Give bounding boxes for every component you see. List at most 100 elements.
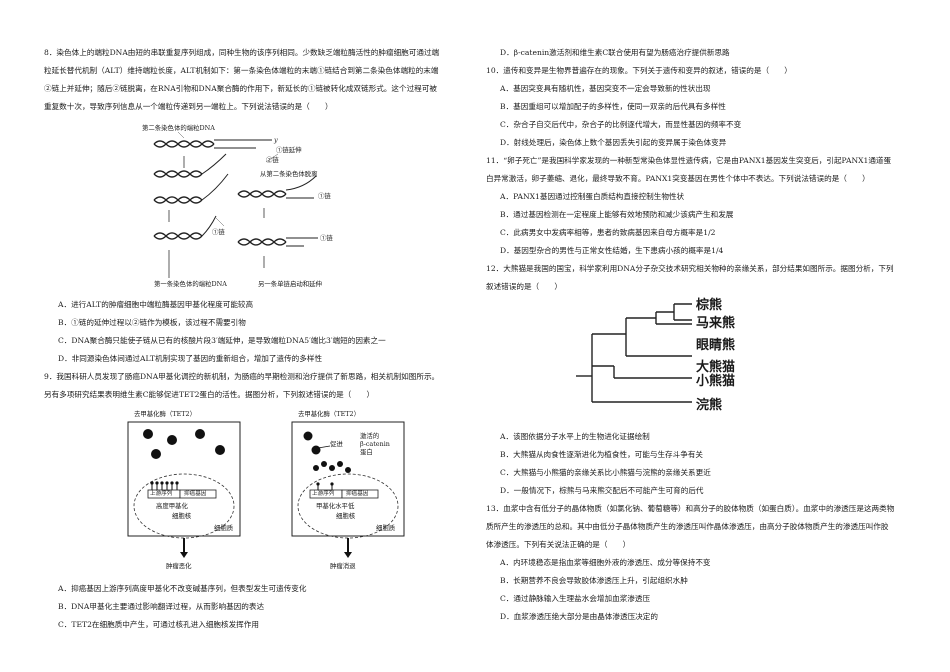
nucleus-label-right: 细胞核 <box>336 512 356 520</box>
figure-label-other-strand: 另一条单链启动和延伸 <box>258 280 322 288</box>
question-12-option-a: A．该图依据分子水平上的生物进化证据绘制 <box>500 432 650 441</box>
question-12-option-c: C．大熊猫与小熊猫的亲缘关系比小熊猫与浣熊的亲缘关系更近 <box>500 468 711 477</box>
question-11-stem: 11．“卵子死亡”是我国科学家发现的一种新型常染色体显性遗传病，它是由PANX1… <box>486 156 892 183</box>
tree-leaf-sun-bear: 马来熊 <box>696 316 736 331</box>
crossing-strand <box>201 173 229 201</box>
suppressor-label-left: 抑癌基因 <box>184 491 207 497</box>
helix-strand <box>153 140 215 148</box>
tumor-worse-label: 肿瘤恶化 <box>166 562 192 570</box>
low-methyl-label: 甲基化水平低 <box>316 502 355 510</box>
crossing-strand <box>201 153 227 175</box>
figure-label-bottom: 第一条染色体的端粒DNA <box>154 280 227 288</box>
tumor-subside-label: 肿瘤消退 <box>330 562 356 570</box>
tree-leaf-giant-panda: 大熊猫 <box>696 360 736 375</box>
figure-label-top: 第二条染色体的端粒DNA <box>142 124 215 132</box>
outcome-arrowhead-left <box>180 552 188 558</box>
question-11-option-a: A．PANX1基因通过控制蛋白质结构直接控制生物性状 <box>500 192 685 201</box>
crossing-strand <box>201 215 217 237</box>
cytoplasm-label-left: 细胞质 <box>214 524 234 532</box>
outcome-arrowhead-right <box>344 552 352 558</box>
helix-strand <box>153 140 215 148</box>
question-12-option-d: D．一般情况下，棕熊与马来熊交配后不可能产生可育的后代 <box>500 486 704 495</box>
tree-leaf-spectacled-bear: 眼睛熊 <box>696 338 736 353</box>
beta-catenin-label: β-catenin <box>360 440 390 448</box>
phylogenetic-tree-svg <box>576 303 692 403</box>
tree-leaf-red-panda: 小熊猫 <box>696 374 736 389</box>
enzyme-label-left: 去甲基化酶（TET2） <box>134 410 196 418</box>
figure-label-strand1-b: ①链 <box>212 228 225 236</box>
helix-strand <box>153 170 203 178</box>
question-10-option-a: A．基因突变具有随机性，基因突变不一定会导致新的性状出现 <box>500 84 711 93</box>
question-8-stem: 8．染色体上的端粒DNA由短的串联重复序列组成，同种生物的该序列相同。少数缺乏端… <box>44 48 440 111</box>
tree-leaf-raccoon: 浣熊 <box>696 398 723 413</box>
question-9-option-d: D．β-catenin激活剂和维生素C联合使用有望为肠癌治疗提供新思路 <box>500 48 730 57</box>
question-8-option-d: D．非同源染色体间通过ALT机制实现了基因的重新组合，增加了遗传的多样性 <box>58 354 323 363</box>
question-10-option-d: D．射线处理后，染色体上数个基因丢失引起的变异属于染色体变异 <box>500 138 727 147</box>
right-column: D．β-catenin激活剂和维生素C联合使用有望为肠癌治疗提供新思路 10．遗… <box>486 44 896 626</box>
promote-arrow <box>317 445 331 449</box>
enzyme-dot <box>303 431 313 441</box>
helix-strand <box>153 196 203 204</box>
question-9-option-c: C．TET2在细胞质中产生，可通过核孔进入细胞核发挥作用 <box>58 620 259 629</box>
activated-label: 激活的 <box>360 432 380 440</box>
beta-catenin-cluster <box>313 461 351 473</box>
helix-strand <box>237 238 287 246</box>
question-13-stem: 13．血浆中含有低分子的晶体物质（如氯化钠、葡萄糖等）和高分子的胶体物质（如蛋白… <box>486 504 895 549</box>
figure-label-strand1-a: ①链 <box>318 192 331 200</box>
pointer-line <box>215 217 225 227</box>
question-12-option-b: B．大熊猫从肉食性逐渐进化为植食性，可能与生存斗争有关 <box>500 450 704 459</box>
question-8-option-b: B．①链的延伸过程以②链作为模板，该过程不需要引物 <box>58 318 246 327</box>
upstream-label-left: 上游序列 <box>150 491 173 497</box>
question-11-option-b: B．通过基因检测在一定程度上能够有效地预防和减少该病产生和发展 <box>500 210 734 219</box>
figure-label-strand1-extend: ①链延伸 <box>276 146 302 154</box>
question-13-option-b: B．长期营养不良会导致胶体渗透压上升，引起组织水肿 <box>500 576 688 585</box>
figure-label-strand2: ②链 <box>266 156 279 164</box>
protein-label: 蛋白 <box>360 448 373 456</box>
enzyme-dot <box>151 449 161 459</box>
enzyme-dot <box>215 445 225 455</box>
enzyme-dot <box>311 445 321 455</box>
cell-panel-right <box>291 421 405 537</box>
enzyme-label-right: 去甲基化酶（TET2） <box>298 410 360 418</box>
helix-strand <box>153 232 203 240</box>
question-9-stem: 9．我国科研人员发现了肠癌DNA甲基化调控的新机制，为肠癌的早期检测和治疗提供了… <box>44 372 440 399</box>
nucleus-label-left: 细胞核 <box>172 512 192 520</box>
question-9-option-a: A．抑癌基因上游序列高度甲基化不改变碱基序列，但表型发生可遗传变化 <box>58 584 307 593</box>
phylogenetic-tree-figure: 棕熊 马来熊 眼睛熊 大熊猫 小熊猫 浣熊 <box>486 298 896 426</box>
pointer-line <box>265 153 279 163</box>
enzyme-dot <box>167 435 177 445</box>
enzyme-dot <box>143 429 153 439</box>
high-methyl-label: 高度甲基化 <box>156 502 188 510</box>
dna-suppressor-left <box>179 489 217 499</box>
cytoplasm-label-right: 细胞质 <box>376 524 396 532</box>
suppressor-label-right: 抑癌基因 <box>346 491 369 497</box>
cell-panel-left <box>127 421 241 537</box>
question-10-stem: 10．遗传和变异是生物界普遍存在的现象。下列关于遗传和变异的叙述，错误的是（ ） <box>486 66 792 75</box>
question-11-option-c: C．此病男女中发病率相等，患者的致病基因来自母方概率是1/2 <box>500 228 716 237</box>
methylation-diagram-svg <box>127 421 405 558</box>
methyl-groups-right <box>316 482 334 490</box>
question-12-stem: 12．大熊猫是我国的国宝，科学家利用DNA分子杂交技术研究相关物种的亲缘关系，部… <box>486 264 894 291</box>
methyl-groups-left <box>150 481 179 490</box>
dna-suppressor-right <box>341 489 379 499</box>
question-11-option-d: D．基因型杂合的男性与正常女性结婚，生下患病小孩的概率是1/4 <box>500 246 724 255</box>
helix-strand <box>237 190 287 198</box>
figure-label-y: y <box>274 136 278 144</box>
left-column: 8．染色体上的端粒DNA由短的串联重复序列组成，同种生物的该序列相同。少数缺乏端… <box>44 44 441 634</box>
alt-mechanism-figure: 第二条染色体的端粒DNA y ①链延伸 ②链 从第二条染色体脱离 ①链 ①链 ①… <box>44 118 441 294</box>
question-8-option-a: A．进行ALT的肿瘤细胞中端粒酶基因甲基化程度可能较高 <box>58 300 254 309</box>
strand-extension <box>285 175 317 191</box>
question-8-option-c: C．DNA聚合酶只能使子链从已有的核酸片段3′端延伸，是导致端粒DNA5′端比3… <box>58 336 386 345</box>
question-9-option-b: B．DNA甲基化主要通过影响翻译过程，从而影响基因的表达 <box>58 602 265 611</box>
tree-leaf-brown-bear: 棕熊 <box>696 298 723 313</box>
enzyme-dot <box>195 429 205 439</box>
question-13-option-c: C．通过静脉输入生理盐水会增加血浆渗透压 <box>500 594 651 603</box>
question-10-option-c: C．杂合子自交后代中，杂合子的比例逐代增大，而显性基因的频率不变 <box>500 120 742 129</box>
alt-diagram-svg <box>153 131 318 278</box>
question-10-option-b: B．基因重组可以增加配子的多样性，使同一双亲的后代具有多样性 <box>500 102 726 111</box>
question-13-option-d: D．血浆渗透压绝大部分是由晶体渗透压决定的 <box>500 612 658 621</box>
pointer-line <box>177 131 185 139</box>
figure-label-strand1-c: ①链 <box>320 234 333 242</box>
figure-label-from-second: 从第二条染色体脱离 <box>260 170 318 178</box>
upstream-label-right: 上游序列 <box>312 491 335 497</box>
